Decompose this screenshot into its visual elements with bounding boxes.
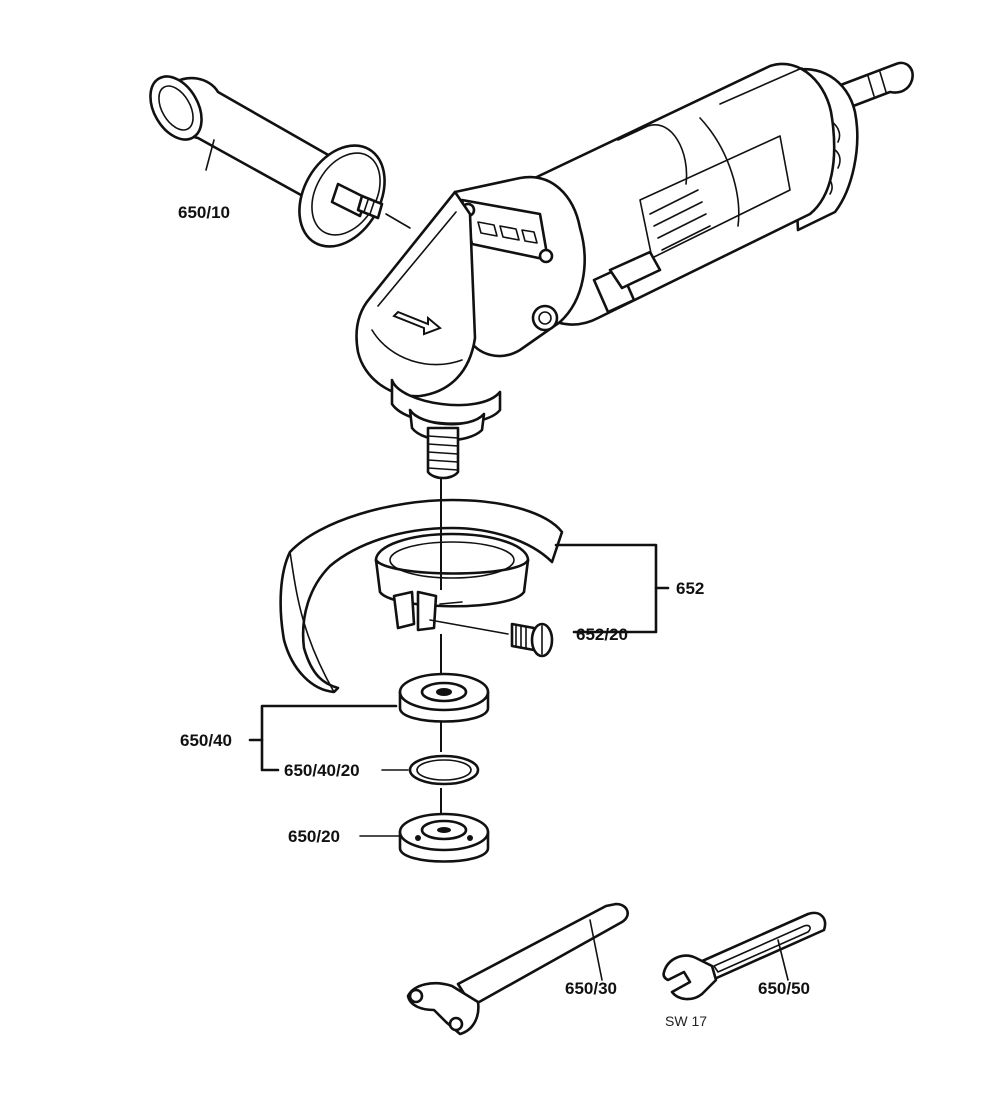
side-handle-icon [149, 75, 386, 248]
side-handle-axis-line [385, 213, 411, 229]
bracket-650-40 [260, 704, 398, 772]
wrench-size-label: SW 17 [665, 1013, 707, 1029]
clamping-screw-icon [510, 622, 554, 658]
label-652-20: 652/20 [576, 625, 628, 644]
two-pin-spanner-icon [406, 902, 629, 1036]
clamping-nut-icon [398, 812, 490, 863]
screw-axis-line [429, 619, 509, 635]
label-650-10: 650/10 [178, 203, 230, 222]
label-650-40-20: 650/40/20 [284, 761, 360, 780]
bracket-652 [554, 543, 658, 634]
label-650-40: 650/40 [180, 731, 232, 750]
leader-650-50 [777, 939, 789, 981]
wheel-guard-icon [279, 498, 564, 694]
mounting-flange-icon [398, 672, 490, 723]
label-650-50: 650/50 [758, 979, 810, 998]
leader-650-30 [589, 919, 603, 981]
label-650-30: 650/30 [565, 979, 617, 998]
o-ring-icon [408, 754, 480, 786]
label-652: 652 [676, 579, 704, 598]
leader-650-10 [205, 139, 215, 171]
open-end-wrench-icon [662, 911, 827, 1001]
angle-grinder-icon [355, 61, 914, 480]
label-650-20: 650/20 [288, 827, 340, 846]
